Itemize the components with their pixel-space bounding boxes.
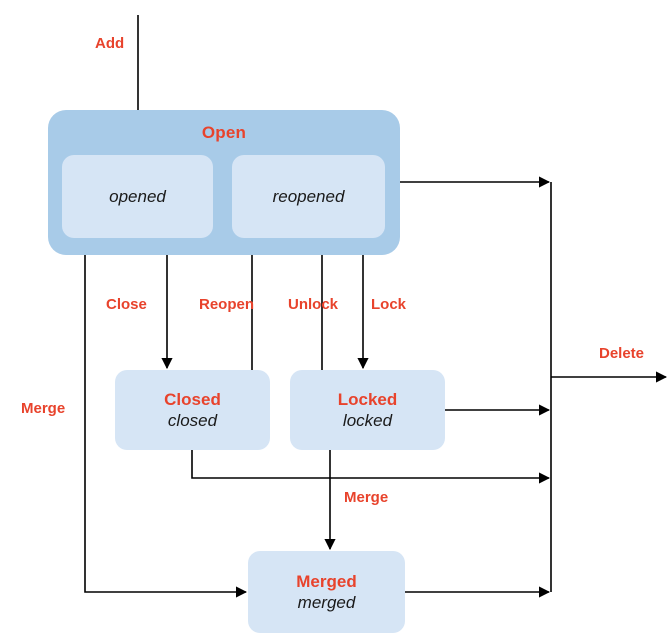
state-locked-title: Locked bbox=[337, 389, 398, 409]
open-composite-title: Open bbox=[201, 123, 247, 142]
state-merged-value: merged bbox=[297, 592, 356, 612]
state-locked[interactable]: Locked locked bbox=[290, 370, 445, 450]
state-opened-value: opened bbox=[109, 187, 166, 206]
edge-label-delete: Delete bbox=[599, 345, 645, 362]
edge-label-unlock: Unlock bbox=[288, 296, 339, 313]
state-reopened[interactable]: reopened bbox=[232, 155, 385, 238]
state-closed[interactable]: Closed closed bbox=[115, 370, 270, 450]
state-merged-title: Merged bbox=[296, 571, 357, 591]
edge-label-lock: Lock bbox=[371, 296, 407, 313]
edge-delete-from-closed bbox=[191, 450, 551, 484]
state-locked-value: locked bbox=[342, 410, 393, 430]
state-reopened-value: reopened bbox=[272, 187, 345, 206]
edge-label-close: Close bbox=[106, 296, 147, 313]
edge-merge-left bbox=[84, 255, 248, 598]
edge-label-merge-center: Merge bbox=[344, 489, 389, 506]
edge-label-merge-left: Merge bbox=[21, 400, 66, 417]
state-closed-value: closed bbox=[167, 410, 218, 430]
state-closed-title: Closed bbox=[164, 389, 221, 409]
edge-label-add: Add bbox=[95, 35, 125, 52]
edge-label-reopen: Reopen bbox=[199, 296, 255, 313]
state-merged[interactable]: Merged merged bbox=[248, 551, 405, 633]
state-opened[interactable]: opened bbox=[62, 155, 213, 238]
